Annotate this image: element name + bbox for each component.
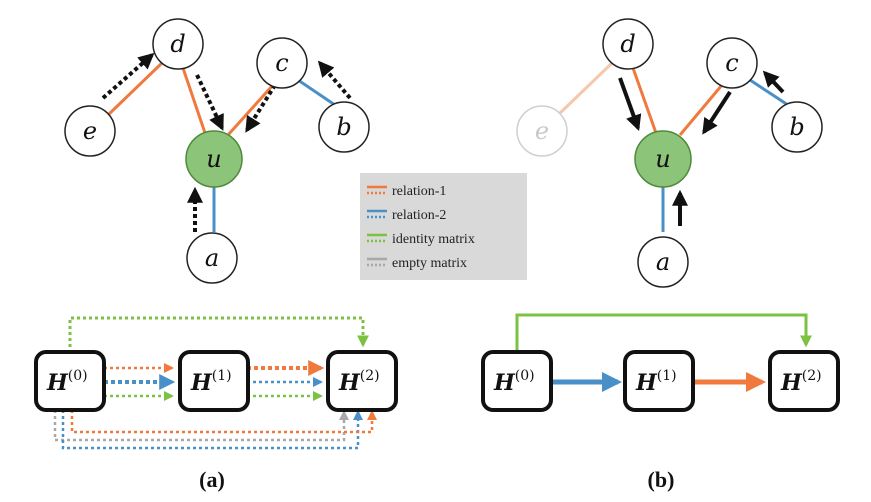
matrix-h0: H(0) [34, 350, 106, 412]
legend-label-relation-1: relation-1 [392, 184, 446, 199]
matrix-h2-label: H [780, 370, 803, 396]
arrow-h0-h2-identity-top [68, 316, 369, 353]
node-u-label: u [206, 145, 221, 173]
matrix-h1: H(1) [623, 350, 695, 412]
node-e-label: e [535, 117, 549, 145]
arrow-c-to-u [702, 90, 732, 135]
node-c-label: c [725, 49, 738, 77]
svg-text:H(2): H(2) [338, 368, 380, 396]
legend-item-identity: identity matrix [367, 232, 475, 247]
node-d-label: d [620, 30, 635, 58]
edge-b-c [749, 78, 789, 107]
node-u: u [185, 130, 243, 188]
panel-b-label: (b) [648, 467, 675, 492]
node-c-label: c [275, 49, 288, 77]
node-b-label: b [789, 113, 804, 141]
node-c: c [256, 37, 308, 89]
matrix-h0: H(0) [481, 350, 553, 412]
node-b: b [318, 101, 370, 153]
panel-b-graph: d c e b u a [516, 18, 823, 288]
arrow-d-to-u [618, 77, 642, 132]
arrow-h0-h2-identity [515, 313, 812, 353]
arrow-b-to-c [317, 60, 352, 100]
arrow-d-to-u [195, 74, 224, 131]
edge-d-u [181, 67, 207, 134]
node-d: d [152, 18, 204, 70]
legend-item-empty: empty matrix [367, 256, 467, 271]
matrix-h0-label: H [46, 370, 69, 396]
edge-e-d [106, 61, 164, 117]
node-u-label: u [655, 145, 670, 173]
panel-a-label: (a) [199, 467, 225, 492]
matrix-h2-sup: (2) [360, 368, 380, 384]
matrix-h1-sup: (1) [657, 368, 677, 384]
node-d: d [602, 18, 654, 70]
node-a-label: a [205, 244, 219, 272]
arrow-b-to-c [762, 70, 785, 94]
arrow-h0-h2-relation-1 [70, 410, 377, 434]
matrix-h2-sup: (2) [802, 368, 822, 384]
svg-text:H(0): H(0) [493, 368, 535, 396]
legend: relation-1 relation-2 identity matrix em… [360, 173, 527, 280]
matrix-h2-label: H [338, 370, 361, 396]
matrix-h1: H(1) [178, 350, 250, 412]
matrix-h1-label: H [635, 370, 658, 396]
svg-text:H(0): H(0) [46, 368, 88, 396]
matrix-h2: H(2) [326, 350, 398, 412]
edge-u-c [678, 84, 724, 136]
legend-label-identity: identity matrix [392, 232, 475, 247]
panel-a-graph: d c e b u a [64, 18, 370, 284]
node-a: a [186, 232, 238, 284]
svg-text:H(1): H(1) [635, 368, 677, 396]
matrix-h1-sup: (1) [212, 368, 232, 384]
matrix-h1-label: H [190, 370, 213, 396]
node-a: a [637, 236, 689, 288]
node-d-label: d [170, 30, 185, 58]
node-e-faded: e [516, 105, 568, 157]
arrow-h0-h2-empty [53, 410, 349, 442]
matrix-h0-sup: (0) [68, 368, 88, 384]
panel-b-pipeline: H(0) H(1) H(2) (b) [481, 313, 840, 492]
edge-u-c [226, 83, 275, 137]
legend-item-relation-2: relation-2 [367, 208, 446, 223]
matrix-h2: H(2) [768, 350, 840, 412]
node-a-label: a [656, 248, 670, 276]
arrow-h0-h2-relation-2 [61, 410, 363, 450]
arrow-e-to-d [101, 52, 155, 100]
node-e: e [64, 105, 116, 157]
legend-item-relation-1: relation-1 [367, 184, 446, 199]
edge-e-d-faded [556, 61, 614, 117]
edge-b-c [297, 78, 336, 107]
panel-a-pipeline: H(0) H(1) H(2) (a) [34, 316, 398, 492]
node-b: b [771, 101, 823, 153]
matrix-h0-label: H [493, 370, 516, 396]
legend-label-empty: empty matrix [392, 256, 467, 271]
node-u: u [634, 130, 692, 188]
legend-label-relation-2: relation-2 [392, 208, 446, 223]
svg-text:H(1): H(1) [190, 368, 232, 396]
matrix-h0-sup: (0) [515, 368, 535, 384]
svg-text:H(2): H(2) [780, 368, 822, 396]
node-e-label: e [83, 117, 97, 145]
arrow-c-to-u [245, 83, 277, 133]
edge-d-u [631, 67, 658, 134]
node-c: c [706, 37, 758, 89]
node-b-label: b [336, 113, 351, 141]
